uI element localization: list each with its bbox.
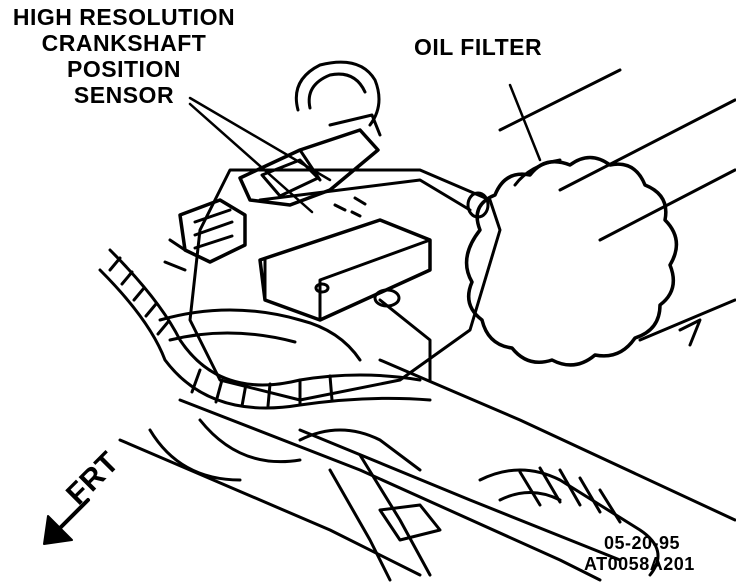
sensor-label-line-4: SENSOR [73, 82, 175, 108]
reference-code: AT0058A201 [584, 554, 695, 574]
sensor-callout: HIGH RESOLUTION CRANKSHAFT POSITION SENS… [6, 4, 242, 108]
sensor-label-line-3: POSITION [67, 56, 181, 82]
sensor-bracket [258, 196, 432, 322]
wire-connector [163, 198, 247, 272]
lower-pipes [298, 318, 702, 582]
crank-sensor [238, 60, 382, 207]
oil-filter-label: OIL FILTER [414, 34, 543, 60]
frame-rail [118, 68, 736, 582]
date-code: 05-20-95 [604, 533, 681, 553]
leader-lines [188, 83, 542, 214]
sensor-label-line-2: CRANKSHAFT [41, 30, 207, 56]
oil-filter [464, 155, 679, 367]
arrow-down-left-icon [43, 498, 90, 545]
engine-block [148, 168, 502, 482]
sensor-label-line-1: HIGH RESOLUTION [12, 4, 236, 30]
wire-harness [98, 248, 432, 410]
